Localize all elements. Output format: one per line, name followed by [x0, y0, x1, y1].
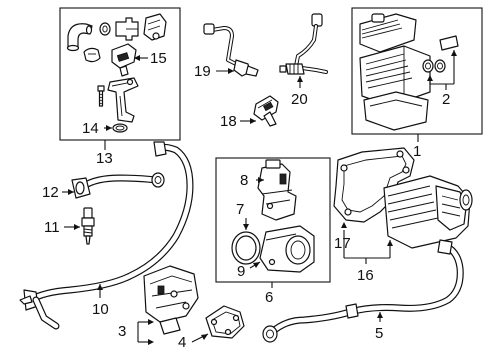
callout-12: 12 [42, 184, 59, 201]
gasket-4 [205, 305, 245, 339]
sensor-20 [279, 13, 328, 75]
callout-6: 6 [265, 289, 273, 306]
callout-14: 14 [82, 120, 99, 137]
sensor-kit-parts [66, 13, 167, 133]
pump-3 [143, 265, 199, 335]
callout-9: 9 [237, 263, 245, 280]
callout-7: 7 [236, 201, 244, 218]
callout-19: 19 [194, 63, 211, 80]
callout-16: 16 [357, 267, 374, 284]
hose-12 [71, 172, 165, 199]
callout-3: 3 [118, 323, 126, 340]
group-box-13 [59, 7, 181, 141]
callout-18: 18 [220, 113, 237, 130]
callout-4: 4 [178, 334, 186, 351]
callout-5: 5 [375, 325, 383, 342]
callout-20: 20 [291, 91, 308, 108]
callout-8: 8 [240, 172, 248, 189]
cooler-16 [383, 175, 473, 249]
hose-5 [262, 239, 464, 343]
sensor-18 [253, 95, 279, 127]
hose-10 [19, 141, 194, 330]
oxygen-sensor-19 [203, 23, 259, 77]
thermostat-assembly [231, 159, 315, 273]
callout-13: 13 [96, 150, 113, 167]
callout-10: 10 [92, 301, 109, 318]
callout-1: 1 [413, 143, 421, 160]
callout-2: 2 [442, 91, 450, 108]
callout-15: 15 [150, 50, 167, 67]
sensor-11 [81, 207, 95, 245]
oil-cooler-assembly [359, 13, 459, 131]
callout-11: 11 [44, 219, 60, 236]
group-box-1 [351, 7, 483, 135]
group-box-6 [215, 157, 331, 283]
callout-17: 17 [334, 235, 351, 252]
